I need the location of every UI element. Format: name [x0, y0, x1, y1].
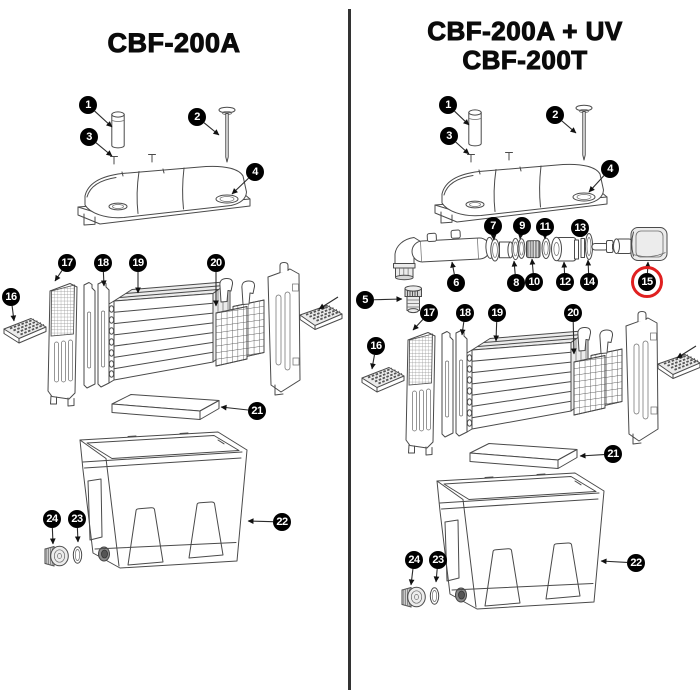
right-title: CBF-200A + UV CBF-200T	[351, 16, 699, 75]
leader-line-5	[373, 296, 403, 303]
leader-line-4	[588, 175, 605, 193]
callout-20: 20	[564, 304, 582, 322]
left-title: CBF-200A	[107, 28, 241, 58]
callout-23: 23	[429, 551, 447, 569]
leader-lines	[10, 110, 651, 586]
callout-12: 12	[556, 273, 574, 291]
leader-line-8	[511, 260, 518, 275]
leader-line-24	[49, 527, 56, 545]
leader-line-2	[203, 122, 220, 136]
leader-line-20	[571, 321, 577, 355]
leader-line-24	[408, 568, 415, 586]
leader-line-10	[529, 258, 536, 274]
callout-21: 21	[604, 445, 622, 463]
leader-line-4	[231, 177, 249, 195]
leader-line-16	[370, 354, 376, 370]
leader-line-3	[95, 142, 113, 157]
callout-10: 10	[525, 273, 543, 291]
callout-9: 9	[513, 217, 531, 235]
callout-18: 18	[456, 304, 474, 322]
leader-line-23	[433, 568, 440, 583]
highlight-circle	[631, 266, 663, 298]
leader-line-14	[585, 259, 592, 274]
callout-19: 19	[488, 304, 506, 322]
callout-16: 16	[2, 288, 20, 306]
leader-line-17	[412, 319, 424, 331]
left-diagram	[4, 106, 342, 569]
callout-5: 5	[356, 291, 374, 309]
leader-line-21	[220, 404, 249, 411]
callout-24: 24	[405, 551, 423, 569]
callout-17: 17	[58, 254, 76, 272]
callout-24: 24	[43, 510, 61, 528]
leader-line-18	[100, 271, 107, 287]
callout-2: 2	[188, 108, 206, 126]
leader-line-16	[10, 305, 17, 322]
callout-8: 8	[507, 274, 525, 292]
callout-11: 11	[536, 218, 554, 236]
leader-line-19	[493, 321, 500, 342]
leader-line-22	[600, 558, 628, 565]
callout-18: 18	[94, 254, 112, 272]
leader-line-18	[459, 321, 466, 336]
callout-23: 23	[68, 510, 86, 528]
callout-2: 2	[546, 106, 564, 124]
callout-22: 22	[273, 513, 291, 531]
leader-line-17	[54, 270, 63, 282]
callout-20: 20	[207, 254, 225, 272]
right-title-line2: CBF-200T	[462, 45, 588, 75]
leader-line-1	[454, 110, 470, 126]
callout-4: 4	[601, 160, 619, 178]
leader-line-23	[74, 527, 81, 543]
callout-7: 7	[484, 217, 502, 235]
callout-14: 14	[580, 273, 598, 291]
callout-19: 19	[129, 254, 147, 272]
callout-6: 6	[447, 274, 465, 292]
leader-line-22	[247, 518, 274, 525]
right-title-line1: CBF-200A + UV	[427, 16, 623, 46]
right-diagram	[362, 104, 700, 610]
leader-line-2	[561, 120, 577, 134]
callout-1: 1	[79, 96, 97, 114]
leader-line-12	[561, 261, 568, 274]
callout-21: 21	[248, 402, 266, 420]
callout-13: 13	[571, 219, 589, 237]
leader-line-6	[450, 261, 456, 275]
callout-16: 16	[367, 337, 385, 355]
callout-17: 17	[420, 304, 438, 322]
callout-3: 3	[440, 127, 458, 145]
leader-line-9	[518, 233, 524, 240]
callout-4: 4	[246, 163, 264, 181]
leader-line-21	[579, 452, 605, 459]
callout-1: 1	[439, 96, 457, 114]
leader-line-3	[455, 141, 470, 155]
callout-3: 3	[80, 128, 98, 146]
leader-line-1	[94, 110, 113, 128]
callout-22: 22	[627, 554, 645, 572]
panel-divider	[348, 9, 351, 690]
